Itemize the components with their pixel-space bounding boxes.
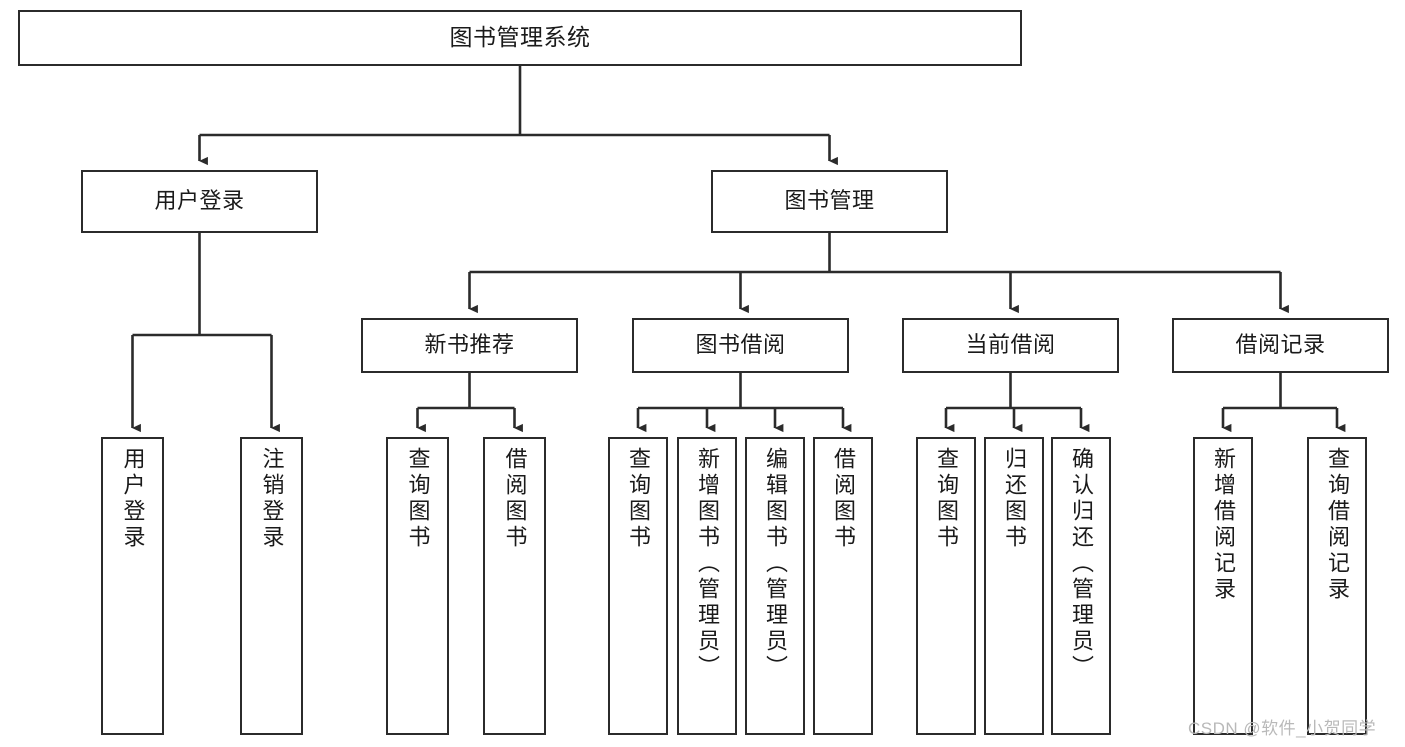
node-leaf-c-confirm[interactable]: 确认归还（管理员） [1051, 437, 1111, 735]
node-leaf-user-logout[interactable]: 注销登录 [240, 437, 303, 735]
node-label: 当前借阅 [965, 332, 1056, 358]
node-leaf-c-query[interactable]: 查询图书 [916, 437, 976, 735]
node-login[interactable]: 用户登录 [81, 170, 318, 233]
node-label: 新增借阅记录 [1211, 447, 1236, 603]
node-label: 确认归还（管理员） [1069, 447, 1094, 681]
node-label: 新增图书（管理员） [695, 447, 720, 681]
node-leaf-c-return[interactable]: 归还图书 [984, 437, 1044, 735]
node-newbook[interactable]: 新书推荐 [361, 318, 578, 373]
node-leaf-nb-borrow[interactable]: 借阅图书 [483, 437, 546, 735]
node-leaf-r-add[interactable]: 新增借阅记录 [1193, 437, 1253, 735]
node-label: 图书管理系统 [449, 24, 591, 51]
node-leaf-user-login[interactable]: 用户登录 [101, 437, 164, 735]
watermark-text: CSDN @软件_小贺同学 [1188, 719, 1377, 738]
node-leaf-r-query[interactable]: 查询借阅记录 [1307, 437, 1367, 735]
node-leaf-b-query[interactable]: 查询图书 [608, 437, 668, 735]
node-label: 图书借阅 [695, 332, 786, 358]
node-label: 查询图书 [934, 447, 959, 551]
node-label: 注销登录 [259, 447, 285, 551]
node-label: 用户登录 [120, 447, 146, 551]
node-label: 借阅图书 [502, 447, 528, 551]
node-label: 借阅图书 [831, 447, 856, 551]
node-leaf-b-add[interactable]: 新增图书（管理员） [677, 437, 737, 735]
node-label: 新书推荐 [424, 332, 515, 358]
node-label: 查询借阅记录 [1325, 447, 1350, 603]
node-records[interactable]: 借阅记录 [1172, 318, 1389, 373]
node-bookmgmt[interactable]: 图书管理 [711, 170, 948, 233]
node-label: 用户登录 [154, 188, 245, 214]
node-current[interactable]: 当前借阅 [902, 318, 1119, 373]
node-leaf-b-edit[interactable]: 编辑图书（管理员） [745, 437, 805, 735]
node-leaf-nb-query[interactable]: 查询图书 [386, 437, 449, 735]
node-borrow[interactable]: 图书借阅 [632, 318, 849, 373]
node-label: 归还图书 [1002, 447, 1027, 551]
node-label: 查询图书 [626, 447, 651, 551]
node-leaf-b-borrow[interactable]: 借阅图书 [813, 437, 873, 735]
node-label: 编辑图书（管理员） [763, 447, 788, 681]
node-label: 图书管理 [784, 188, 875, 214]
node-label: 查询图书 [405, 447, 431, 551]
node-root[interactable]: 图书管理系统 [18, 10, 1022, 66]
node-label: 借阅记录 [1235, 332, 1326, 358]
